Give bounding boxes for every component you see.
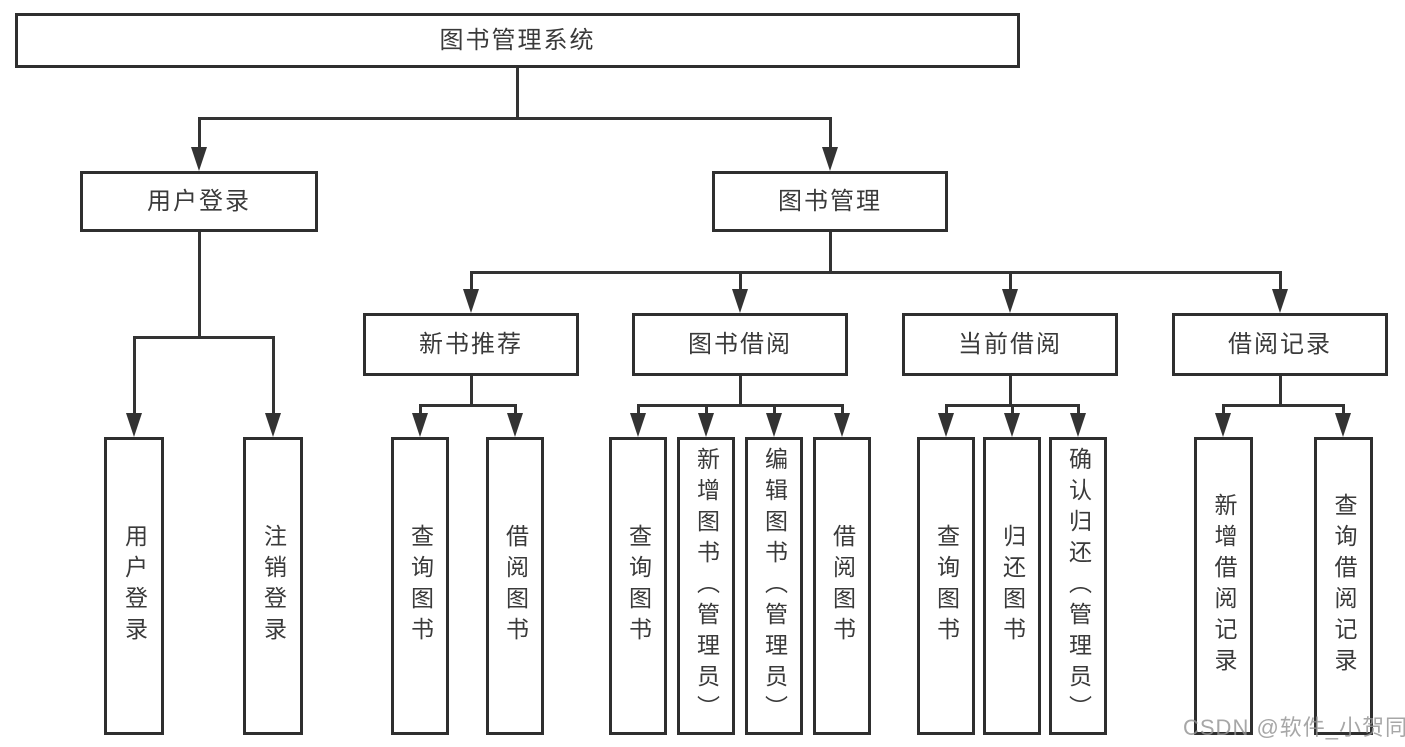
connector-line-vertical bbox=[1008, 272, 1012, 297]
node-borrow-books-borrow: 借阅图书 bbox=[813, 437, 871, 735]
node-label: 图书管理系统 bbox=[439, 26, 596, 54]
arrowhead-down-icon bbox=[412, 413, 428, 437]
node-logout-action: 注销登录 bbox=[243, 437, 303, 735]
connector-line-vertical bbox=[738, 376, 742, 407]
connector-line-horizontal bbox=[132, 335, 275, 339]
connector-line-horizontal bbox=[197, 116, 832, 120]
arrowhead-down-icon bbox=[507, 413, 523, 437]
arrowhead-down-icon bbox=[265, 413, 281, 437]
connector-line-horizontal bbox=[1221, 403, 1345, 407]
node-label: 用户登录 bbox=[147, 187, 251, 215]
node-label: 编辑图书（管理员） bbox=[761, 446, 788, 726]
arrowhead-down-icon bbox=[834, 413, 850, 437]
arrowhead-down-icon bbox=[938, 413, 954, 437]
node-query-books-recommend: 查询图书 bbox=[391, 437, 449, 735]
node-query-books-borrow: 查询图书 bbox=[609, 437, 667, 735]
connector-line-vertical bbox=[1008, 376, 1012, 407]
node-label: 图书借阅 bbox=[688, 330, 792, 358]
arrowhead-down-icon bbox=[463, 289, 479, 313]
node-borrow-books-recommend: 借阅图书 bbox=[486, 437, 544, 735]
node-user-login: 用户登录 bbox=[80, 171, 318, 232]
connector-line-vertical bbox=[469, 272, 473, 297]
node-book-borrow: 图书借阅 bbox=[632, 313, 848, 376]
connector-line-horizontal bbox=[418, 403, 517, 407]
arrowhead-down-icon bbox=[1070, 413, 1086, 437]
node-label: 用户登录 bbox=[121, 524, 148, 648]
node-label: 图书管理 bbox=[778, 187, 882, 215]
node-add-borrow-record: 新增借阅记录 bbox=[1194, 437, 1253, 735]
node-label: 注销登录 bbox=[260, 524, 287, 648]
node-current-borrow: 当前借阅 bbox=[902, 313, 1118, 376]
node-add-books-admin: 新增图书（管理员） bbox=[677, 437, 735, 735]
node-borrow-records: 借阅记录 bbox=[1172, 313, 1388, 376]
node-label: 查询借阅记录 bbox=[1331, 493, 1357, 679]
node-label: 新书推荐 bbox=[419, 330, 523, 358]
node-label: 借阅图书 bbox=[829, 524, 856, 648]
node-user-login-action: 用户登录 bbox=[104, 437, 164, 735]
connector-line-horizontal bbox=[636, 403, 844, 407]
node-label: 新增借阅记录 bbox=[1211, 493, 1237, 679]
connector-line-vertical bbox=[1278, 376, 1282, 407]
node-new-book-recommend: 新书推荐 bbox=[363, 313, 579, 376]
connector-line-horizontal bbox=[469, 270, 1282, 274]
node-label: 查询图书 bbox=[933, 524, 960, 648]
connector-line-vertical bbox=[271, 337, 275, 421]
arrowhead-down-icon bbox=[191, 147, 207, 171]
connector-line-vertical bbox=[197, 232, 201, 339]
node-root: 图书管理系统 bbox=[15, 13, 1020, 68]
connector-line-vertical bbox=[738, 272, 742, 297]
node-query-books-current: 查询图书 bbox=[917, 437, 975, 735]
node-book-management: 图书管理 bbox=[712, 171, 948, 232]
node-edit-books-admin: 编辑图书（管理员） bbox=[745, 437, 803, 735]
node-confirm-return-admin: 确认归还（管理员） bbox=[1049, 437, 1107, 735]
arrowhead-down-icon bbox=[1004, 413, 1020, 437]
arrowhead-down-icon bbox=[698, 413, 714, 437]
csdn-watermark: CSDN @软件_小贺同学 bbox=[1183, 715, 1405, 740]
arrowhead-down-icon bbox=[766, 413, 782, 437]
node-return-books: 归还图书 bbox=[983, 437, 1041, 735]
connector-line-vertical bbox=[469, 376, 473, 407]
arrowhead-down-icon bbox=[1335, 413, 1351, 437]
node-label: 确认归还（管理员） bbox=[1065, 446, 1092, 726]
arrowhead-down-icon bbox=[732, 289, 748, 313]
node-label: 借阅图书 bbox=[502, 524, 529, 648]
connector-line-vertical bbox=[828, 232, 832, 274]
connector-line-vertical bbox=[197, 118, 201, 155]
arrowhead-down-icon bbox=[1002, 289, 1018, 313]
arrowhead-down-icon bbox=[1272, 289, 1288, 313]
connector-line-vertical bbox=[1278, 272, 1282, 297]
node-label: 当前借阅 bbox=[958, 330, 1062, 358]
arrowhead-down-icon bbox=[1215, 413, 1231, 437]
node-label: 查询图书 bbox=[625, 524, 652, 648]
connector-line-vertical bbox=[515, 68, 519, 120]
node-label: 新增图书（管理员） bbox=[693, 446, 720, 726]
node-label: 借阅记录 bbox=[1228, 330, 1332, 358]
node-label: 查询图书 bbox=[407, 524, 434, 648]
connector-line-vertical bbox=[828, 118, 832, 155]
node-query-borrow-record: 查询借阅记录 bbox=[1314, 437, 1373, 735]
arrowhead-down-icon bbox=[822, 147, 838, 171]
node-label: 归还图书 bbox=[999, 524, 1026, 648]
arrowhead-down-icon bbox=[126, 413, 142, 437]
arrowhead-down-icon bbox=[630, 413, 646, 437]
connector-line-vertical bbox=[132, 337, 136, 421]
